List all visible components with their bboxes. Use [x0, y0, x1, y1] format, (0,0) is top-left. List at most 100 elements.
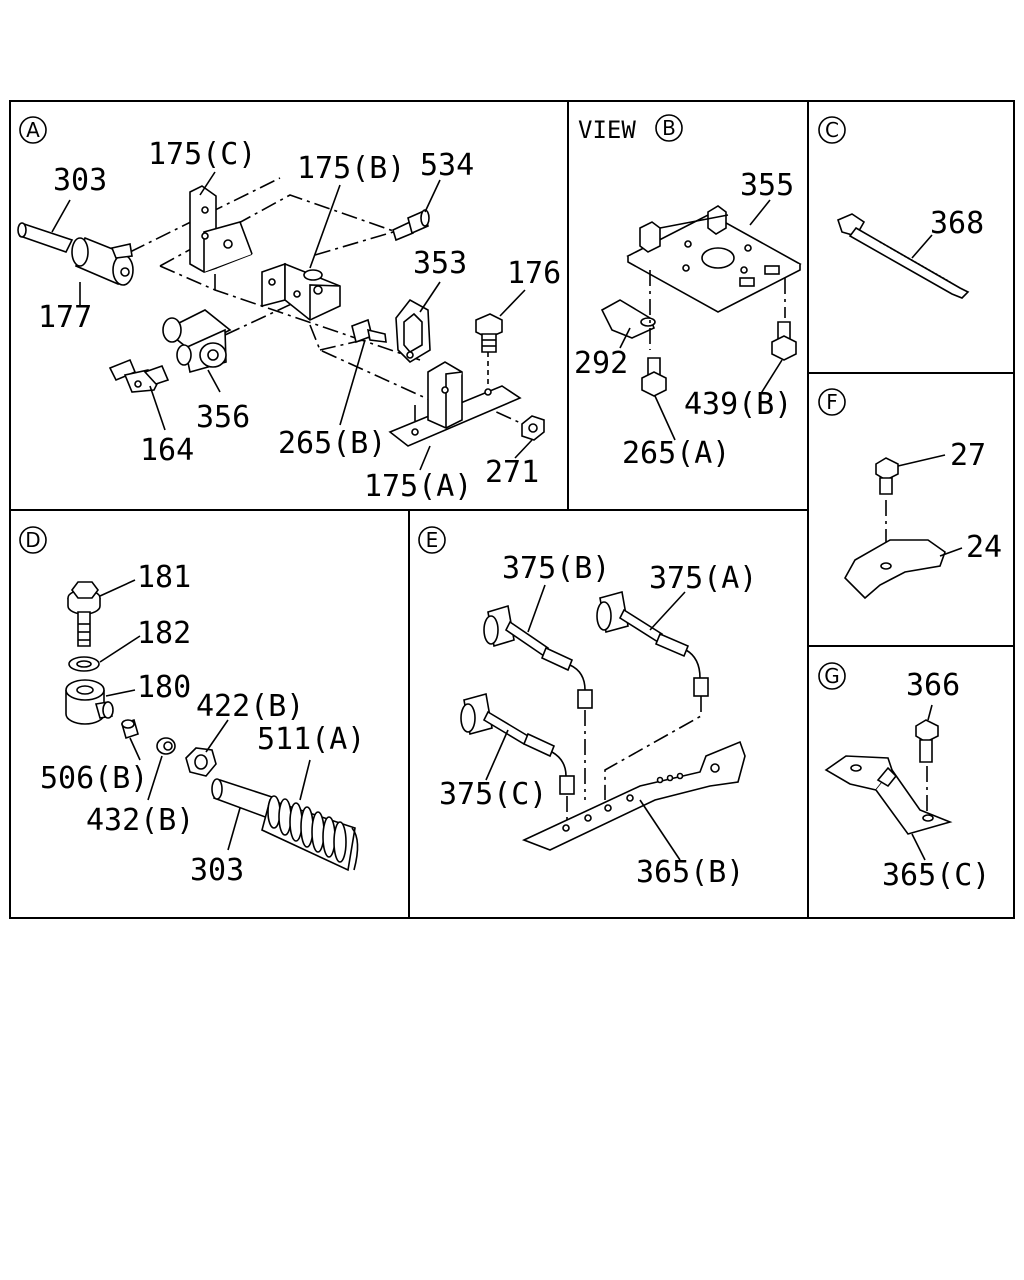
panel-f-marker: F — [818, 388, 846, 416]
nut-422b — [185, 747, 217, 777]
svg-text:C: C — [825, 118, 839, 142]
leaders-g — [911, 704, 933, 861]
label-439b: 439(B) — [684, 387, 792, 422]
bracket-175b — [261, 262, 341, 321]
label-175b: 175(B) — [297, 151, 405, 186]
bolt-265a — [641, 357, 667, 397]
sensor-375c — [460, 692, 575, 795]
label-366: 366 — [906, 668, 960, 703]
label-175c: 175(C) — [148, 137, 256, 172]
elbow-164 — [108, 358, 170, 393]
panel-d: D — [19, 526, 365, 888]
label-368: 368 — [930, 206, 984, 241]
leaders-d — [99, 579, 311, 851]
label-534: 534 — [420, 148, 474, 183]
rod-303-d — [211, 778, 277, 820]
label-432b: 432(B) — [86, 803, 194, 838]
label-265b: 265(B) — [278, 426, 386, 461]
panel-e-marker: E — [418, 526, 446, 554]
bolt-181 — [67, 581, 101, 647]
fitting-506b — [121, 718, 139, 740]
cable-tie-368 — [837, 213, 970, 299]
bracket-365b — [521, 740, 746, 851]
rod-303-a — [17, 222, 74, 253]
panel-g-marker: G — [818, 662, 846, 690]
panel-grid — [9, 100, 1015, 919]
label-180: 180 — [137, 670, 191, 705]
svg-text:G: G — [824, 664, 840, 688]
label-181: 181 — [137, 560, 191, 595]
panel-e: E — [418, 526, 757, 890]
label-356: 356 — [196, 400, 250, 435]
label-365c: 365(C) — [882, 858, 990, 893]
label-375c: 375(C) — [439, 777, 547, 812]
label-177: 177 — [38, 300, 92, 335]
panel-f: F 27 24 — [818, 388, 1002, 600]
leaders-e — [485, 584, 686, 861]
clamp-353 — [395, 298, 431, 364]
label-353: 353 — [413, 246, 467, 281]
sensor-375b — [483, 604, 593, 709]
panel-b-marker: B — [655, 114, 683, 142]
label-164: 164 — [140, 433, 194, 468]
label-24: 24 — [966, 530, 1002, 565]
svg-text:B: B — [662, 116, 676, 140]
nut-271 — [521, 415, 545, 441]
bolt-265b — [351, 318, 387, 344]
cable-511a — [261, 795, 359, 872]
panel-c: C 368 — [818, 116, 984, 299]
label-355: 355 — [740, 168, 794, 203]
label-511a: 511(A) — [257, 722, 365, 757]
tee-356 — [162, 309, 232, 373]
panel-a-marker: A — [19, 116, 47, 144]
assembly-lines-a — [129, 177, 526, 430]
plate-355 — [626, 205, 802, 313]
label-271: 271 — [485, 455, 539, 490]
svg-text:E: E — [426, 528, 439, 552]
sensor-375a — [596, 590, 709, 697]
leaders-f — [897, 454, 963, 557]
label-303-d: 303 — [190, 853, 244, 888]
label-506b: 506(B) — [40, 761, 148, 796]
fitting-432b — [156, 737, 176, 755]
label-265a: 265(A) — [622, 436, 730, 471]
bracket-24 — [844, 539, 946, 600]
clip-292 — [600, 299, 656, 339]
label-375a: 375(A) — [649, 561, 757, 596]
leaders-b — [619, 199, 783, 441]
assembly-lines-b — [649, 270, 786, 350]
leaders-a — [51, 171, 533, 471]
label-182: 182 — [137, 616, 191, 651]
bolt-176 — [475, 313, 503, 353]
panel-c-marker: C — [818, 116, 846, 144]
washer-182 — [68, 656, 100, 672]
panel-a: A — [17, 116, 561, 504]
assembly-lines-e — [566, 696, 702, 820]
bolt-27 — [875, 457, 899, 495]
svg-text:D: D — [25, 528, 40, 552]
leader-368 — [911, 234, 933, 259]
bolt-534 — [392, 209, 430, 242]
label-303-a: 303 — [53, 163, 107, 198]
block-180 — [65, 679, 114, 725]
bracket-175c — [189, 185, 253, 273]
label-175a: 175(A) — [364, 469, 472, 504]
label-422b: 422(B) — [196, 689, 304, 724]
bolt-366 — [915, 719, 939, 763]
label-27: 27 — [950, 438, 986, 473]
sleeve-177 — [71, 236, 134, 286]
panel-d-marker: D — [19, 526, 47, 554]
label-176: 176 — [507, 256, 561, 291]
view-text: VIEW — [578, 116, 636, 144]
svg-text:A: A — [26, 118, 40, 142]
label-375b: 375(B) — [502, 551, 610, 586]
svg-text:F: F — [826, 390, 838, 414]
bracket-175a — [388, 361, 522, 447]
bolt-439b — [771, 321, 797, 361]
bracket-365c — [824, 755, 953, 835]
panel-b: VIEW B — [574, 114, 802, 471]
label-292: 292 — [574, 346, 628, 381]
panel-g: G 366 365(C) — [818, 662, 990, 893]
label-365b: 365(B) — [636, 855, 744, 890]
